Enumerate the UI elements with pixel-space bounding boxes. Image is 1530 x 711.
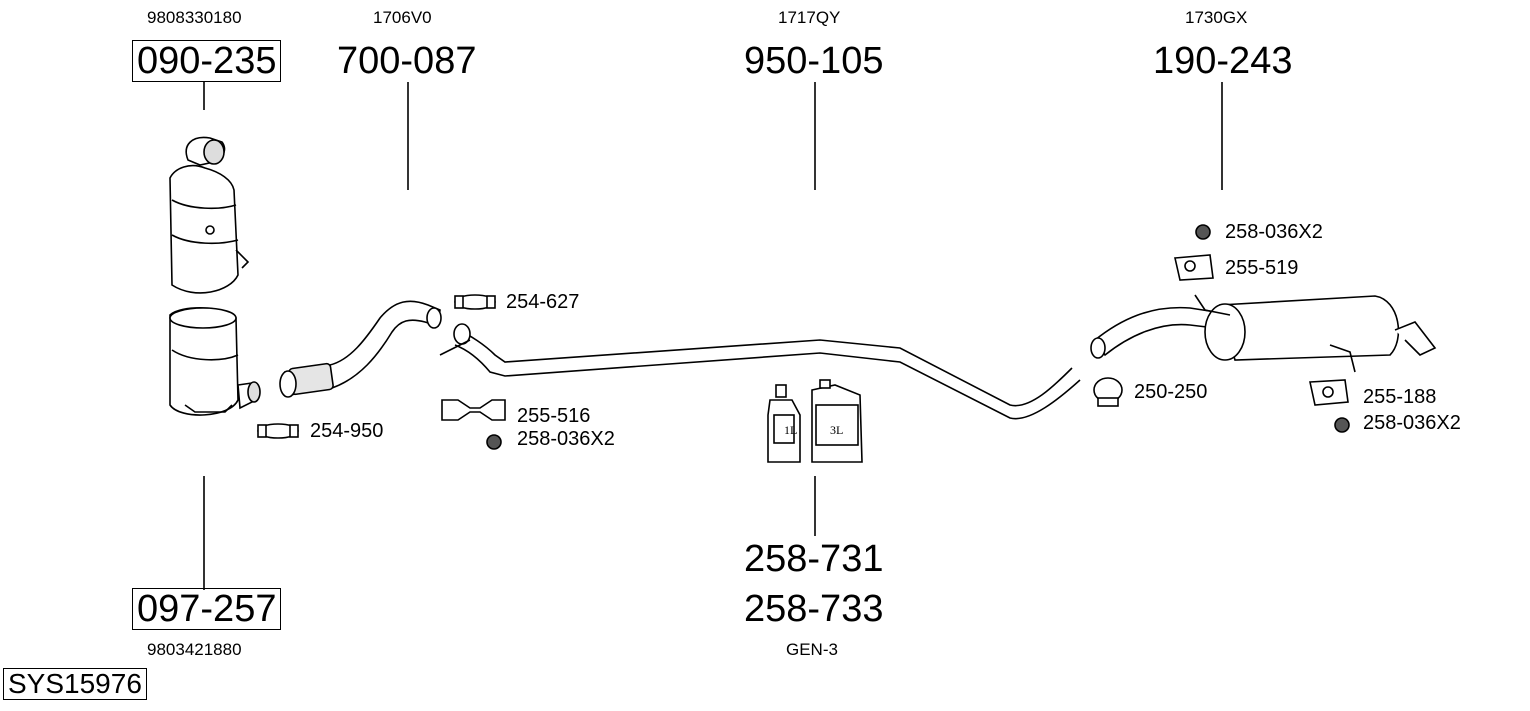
front-pipe [279,300,442,398]
bottle-1l-icon [767,384,801,463]
part-number-front-pipe[interactable]: 700-087 [337,40,477,82]
part-number-fluid-1[interactable]: 258-731 [744,538,884,580]
part-number-middle-pipe[interactable]: 950-105 [744,40,884,82]
hanger-255-519-icon [1174,254,1214,281]
clamp-254-627-icon [454,294,496,310]
label-255-516[interactable]: 255-516 [517,405,591,427]
clamp-254-950-icon [257,423,299,439]
label-255-188[interactable]: 255-188 [1363,386,1437,408]
jerrycan-3l-label: 3L [830,423,843,437]
hanger-255-516-icon [441,399,506,421]
nut-258-036-a-icon [486,434,502,450]
part-number-fluid-2[interactable]: 258-733 [744,588,884,630]
middle-pipe [439,323,1081,420]
part-number-cat-top[interactable]: 090-235 [132,40,282,82]
label-254-950[interactable]: 254-950 [310,420,384,442]
oem-dpf: 9803421880 [147,640,242,659]
part-number-rear-silencer[interactable]: 190-243 [1153,40,1293,82]
oem-cat-top: 9808330180 [147,8,242,27]
clamp-250-250-icon [1093,377,1123,407]
oem-rear-silencer: 1730GX [1185,8,1248,27]
oem-front-pipe: 1706V0 [373,8,432,27]
nut-258-036-b-icon [1195,224,1211,240]
catalytic-converter [169,136,250,294]
oem-middle-pipe: 1717QY [778,8,841,27]
hanger-255-188-icon [1309,379,1349,406]
part-number-dpf[interactable]: 097-257 [132,588,282,630]
diesel-particulate-filter [169,307,261,416]
bottle-1l-label: 1L [784,423,797,437]
fluid-note: GEN-3 [786,640,838,659]
label-254-627[interactable]: 254-627 [506,291,580,313]
label-255-519[interactable]: 255-519 [1225,257,1299,279]
jerrycan-3l-icon [811,379,863,463]
label-250-250[interactable]: 250-250 [1134,381,1208,403]
system-id: SYS15976 [3,668,147,700]
label-258-036-b[interactable]: 258-036X2 [1225,221,1323,243]
nut-258-036-c-icon [1334,417,1350,433]
label-258-036-a[interactable]: 258-036X2 [517,428,615,450]
label-258-036-c[interactable]: 258-036X2 [1363,412,1461,434]
rear-silencer [1090,294,1437,373]
